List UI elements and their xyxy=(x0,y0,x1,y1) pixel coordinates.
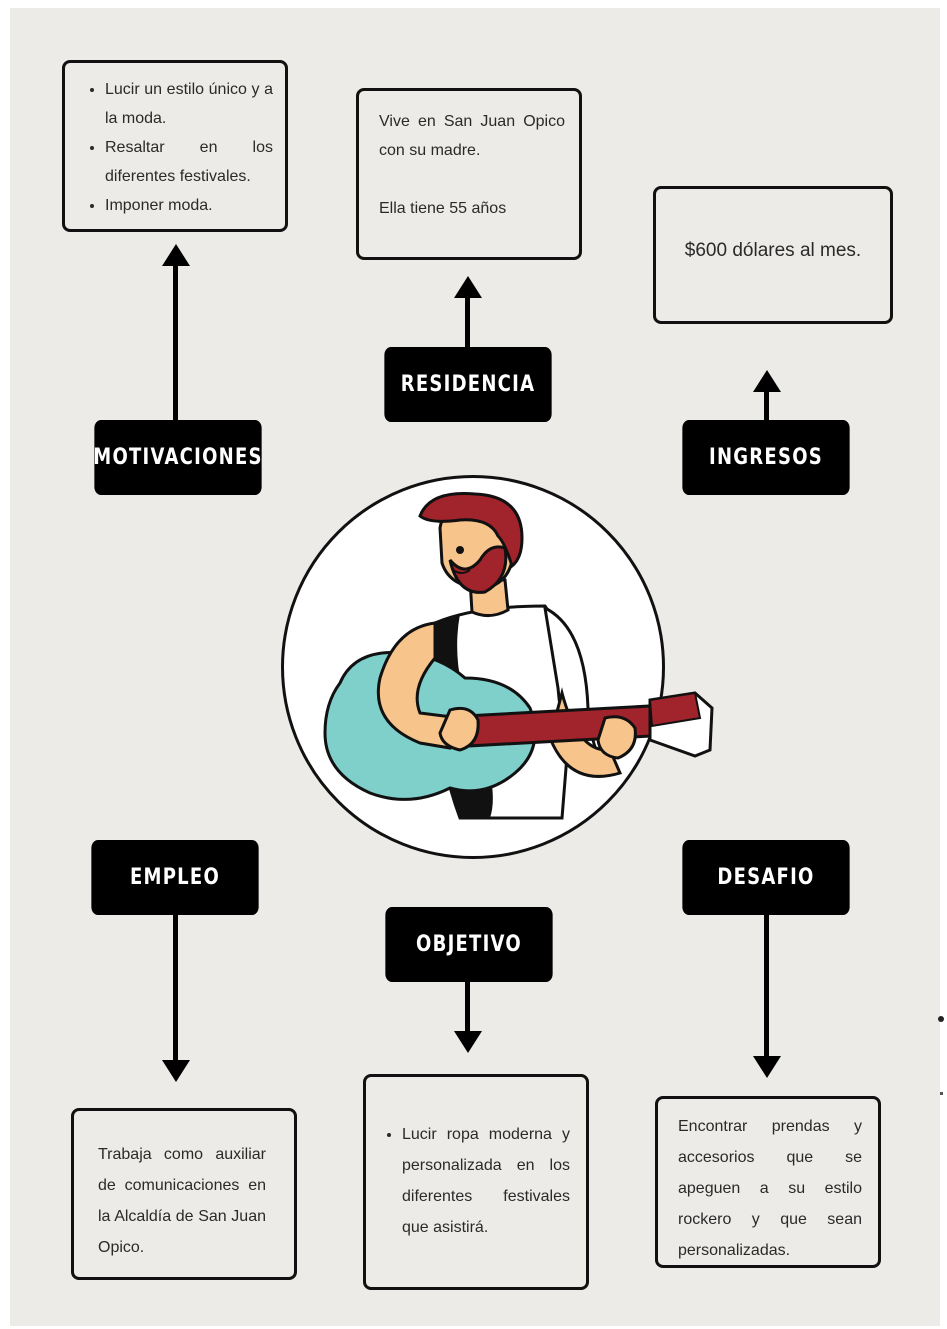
list-item: Imponer moda. xyxy=(105,191,273,220)
arrow-down-icon xyxy=(753,1056,781,1078)
connector-line xyxy=(465,981,470,1033)
motivaciones-label: MOTIVACIONES xyxy=(93,420,262,495)
connector-line xyxy=(173,914,178,1062)
residencia-label: RESIDENCIA xyxy=(384,347,552,422)
ingresos-text: $600 dólares al mes. xyxy=(684,239,862,261)
arrow-up-icon xyxy=(162,244,190,266)
arrow-down-icon xyxy=(162,1060,190,1082)
objetivo-box: Lucir ropa moderna y personalizada en lo… xyxy=(363,1074,589,1290)
desafio-box: Encontrar prendas y accesorios que se ap… xyxy=(655,1096,881,1268)
stray-dot xyxy=(938,1016,944,1022)
list-item: Lucir un estilo único y a la moda. xyxy=(105,75,273,133)
connector-line xyxy=(465,296,470,348)
empleo-text: Trabaja como auxiliar de comunicaciones … xyxy=(98,1146,266,1256)
desafio-text: Encontrar prendas y accesorios que se ap… xyxy=(678,1118,862,1259)
arrow-up-icon xyxy=(753,370,781,392)
stray-dot xyxy=(940,1092,943,1095)
arrow-down-icon xyxy=(454,1031,482,1053)
desafio-label: DESAFIO xyxy=(682,840,850,915)
residencia-box: Vive en San Juan Opico con su madre. Ell… xyxy=(356,88,582,260)
residencia-text: Vive en San Juan Opico con su madre. xyxy=(379,113,565,159)
ingresos-box: $600 dólares al mes. xyxy=(653,186,893,324)
empleo-label: EMPLEO xyxy=(91,840,259,915)
objetivo-list: Lucir ropa moderna y personalizada en lo… xyxy=(380,1119,570,1243)
motivaciones-list: Lucir un estilo único y a la moda. Resal… xyxy=(83,75,273,220)
arrow-up-icon xyxy=(454,276,482,298)
connector-line xyxy=(764,914,769,1058)
connector-line xyxy=(764,390,769,422)
connector-line xyxy=(173,264,178,422)
list-item: Lucir ropa moderna y personalizada en lo… xyxy=(402,1119,570,1243)
list-item: Resaltar en los diferentes festivales. xyxy=(105,133,273,191)
objetivo-label: OBJETIVO xyxy=(385,907,553,982)
guitar-player-illustration-icon xyxy=(323,491,714,820)
empleo-box: Trabaja como auxiliar de comunicaciones … xyxy=(71,1108,297,1280)
ingresos-label: INGRESOS xyxy=(682,420,850,495)
residencia-age-text: Ella tiene 55 años xyxy=(379,200,507,217)
motivaciones-box: Lucir un estilo único y a la moda. Resal… xyxy=(62,60,288,232)
